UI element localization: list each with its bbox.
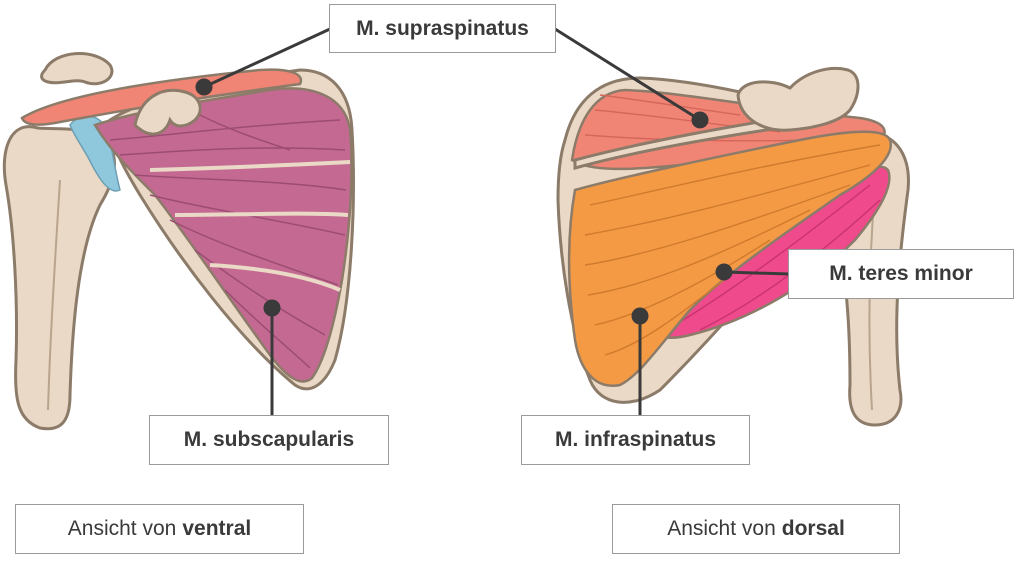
caption-dorsal-bold: dorsal	[782, 517, 845, 541]
dorsal-view	[558, 68, 908, 425]
ventral-view	[4, 54, 353, 429]
subscapularis-muscle	[95, 88, 352, 381]
ventral-acromion	[42, 54, 112, 84]
label-subscapularis: M. subscapularis	[149, 415, 389, 465]
caption-ventral-bold: ventral	[182, 517, 251, 541]
caption-dorsal-prefix: Ansicht von	[667, 517, 776, 541]
label-teres-minor: M. teres minor	[788, 249, 1014, 299]
label-supraspinatus: M. supraspinatus	[329, 4, 556, 53]
label-infraspinatus: M. infraspinatus	[521, 415, 750, 465]
caption-ventral-prefix: Ansicht von	[68, 517, 177, 541]
caption-ventral: Ansicht von ventral	[15, 504, 304, 554]
caption-dorsal: Ansicht von dorsal	[612, 504, 900, 554]
